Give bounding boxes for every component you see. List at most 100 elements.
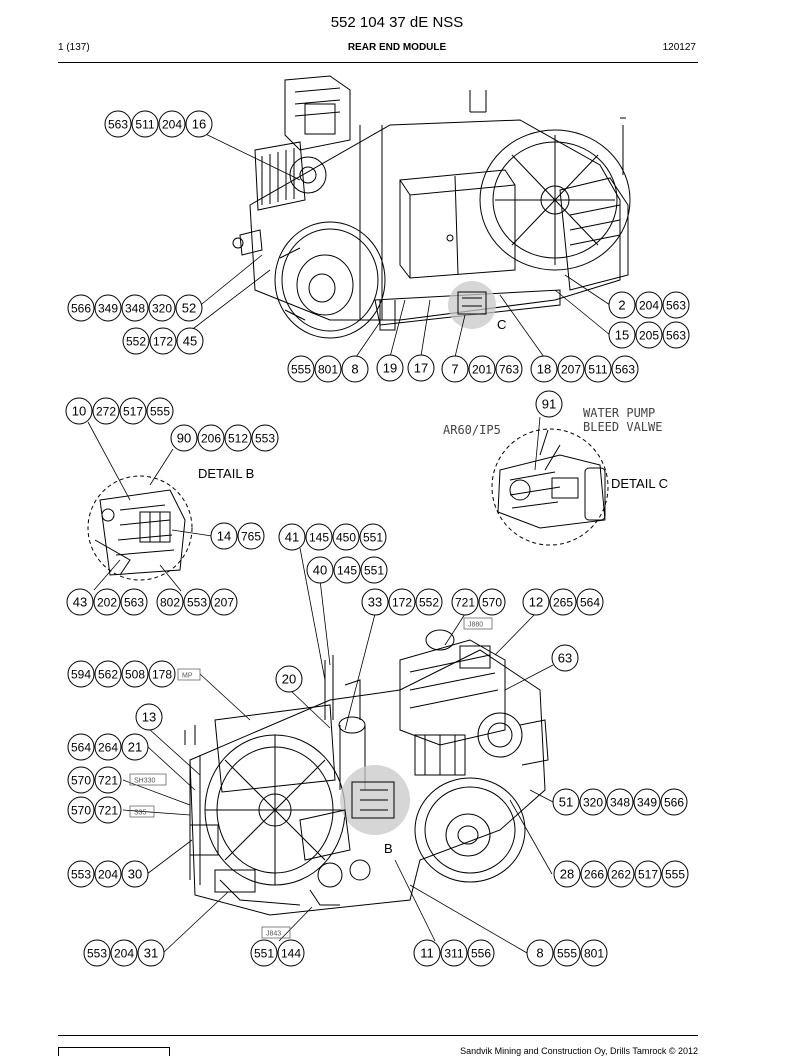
- callout-number: 570: [71, 774, 91, 788]
- callout-number: 90: [177, 431, 191, 446]
- callout-bubble: [634, 860, 662, 888]
- callout-bubble: [65, 397, 93, 425]
- callout-number: 511: [135, 118, 154, 132]
- callout-bubble: [67, 660, 95, 688]
- callout-number: 555: [150, 405, 170, 419]
- callout-bubble: [67, 766, 95, 794]
- callout-bubble: [120, 588, 148, 616]
- callout-number: 145: [309, 531, 329, 545]
- callout-number: 7: [451, 362, 458, 377]
- callout-number: 553: [255, 432, 275, 446]
- callout-number: 555: [665, 868, 685, 882]
- water-pump-label: WATER PUMP: [583, 406, 655, 420]
- callout-number: 41: [285, 530, 299, 545]
- callout-number: 178: [152, 668, 172, 682]
- callout-bubble: [305, 523, 333, 551]
- callout-number: 508: [125, 668, 145, 682]
- callout-bubble: [210, 588, 238, 616]
- callout-bubble: [553, 860, 581, 888]
- callout-number: 511: [588, 363, 607, 377]
- tag-j880: J880: [468, 622, 483, 629]
- callout-bubble: [176, 327, 204, 355]
- callout-number: 145: [337, 564, 357, 578]
- callout-bubble: [314, 355, 342, 383]
- callout-bubble: [104, 110, 132, 138]
- detail-c-marker: C: [497, 317, 506, 332]
- callout-bubble: [441, 355, 469, 383]
- callout-bubble: [376, 354, 404, 382]
- callout-number: 348: [125, 302, 145, 316]
- callout-bubble: [146, 397, 174, 425]
- callout-bubble: [415, 588, 443, 616]
- callout-bubble: [137, 939, 165, 967]
- callout-bubble: [94, 860, 122, 888]
- callout-number: 51: [559, 795, 573, 810]
- callout-number: 13: [142, 710, 156, 725]
- callout-number: 207: [214, 596, 234, 610]
- callout-bubble: [530, 355, 558, 383]
- callout-bubble: [224, 424, 252, 452]
- callout-bubble: [341, 355, 369, 383]
- callout-bubble: [611, 355, 639, 383]
- callout-number: 594: [71, 668, 91, 682]
- section-title: REAR END MODULE: [347, 42, 447, 53]
- callout-group: 570 721: [67, 766, 122, 794]
- callout-bubble: [608, 291, 636, 319]
- callout-number: 201: [472, 363, 492, 377]
- callout-bubble: [606, 788, 634, 816]
- callout-bubble: [635, 321, 663, 349]
- top-machine-illustration: [232, 75, 631, 339]
- callout-number: 63: [558, 651, 572, 666]
- callout-number: 262: [611, 868, 631, 882]
- callout-number: 33: [368, 595, 382, 610]
- callout-number: 517: [638, 868, 658, 882]
- callout-bubble: [467, 939, 495, 967]
- callout-number: 18: [537, 362, 551, 377]
- callout-bubble: [287, 355, 315, 383]
- callout-number: 2: [618, 298, 625, 313]
- callout-number: 19: [383, 361, 397, 376]
- header-rule: [58, 62, 698, 63]
- callout-bubble: [580, 860, 608, 888]
- callout-number: 555: [291, 363, 311, 377]
- callout-bubble: [92, 397, 120, 425]
- callout-bubble: [67, 733, 95, 761]
- callout-bubble: [121, 660, 149, 688]
- callout-number: 45: [183, 334, 197, 349]
- callout-number: 556: [471, 947, 491, 961]
- callout-number: 566: [664, 796, 684, 810]
- callout-bubble: [148, 294, 176, 322]
- callout-bubble: [576, 588, 604, 616]
- callout-number: 272: [96, 405, 116, 419]
- tag-s35: S35: [134, 810, 147, 817]
- callout-bubble: [662, 291, 690, 319]
- callout-number: 721: [98, 774, 118, 788]
- callout-bubble: [93, 588, 121, 616]
- callout-group: 17: [407, 354, 435, 382]
- callout-number: 566: [71, 302, 91, 316]
- callout-bubble: [557, 355, 585, 383]
- callout-number: 40: [313, 563, 327, 578]
- callout-bubble: [67, 860, 95, 888]
- callout-bubble: [94, 733, 122, 761]
- callout-bubble: [149, 327, 177, 355]
- callout-bubble: [549, 588, 577, 616]
- callout-bubble: [121, 294, 149, 322]
- callout-number: 43: [73, 595, 87, 610]
- callout-number: 801: [318, 363, 338, 377]
- callout-number: 11: [420, 946, 434, 961]
